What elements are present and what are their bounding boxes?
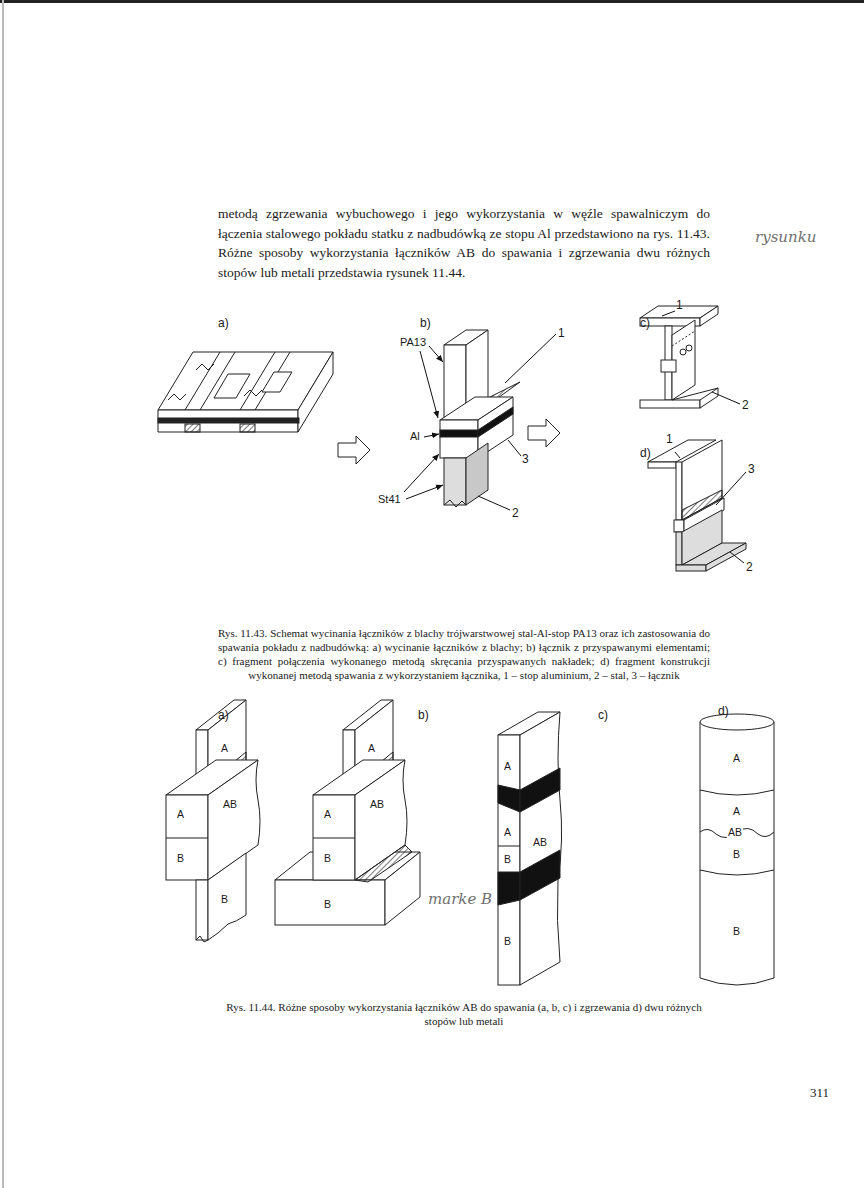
part-letter: B bbox=[176, 852, 185, 864]
joint-b bbox=[275, 700, 420, 925]
part-letter: A bbox=[732, 752, 741, 764]
callout-number: 2 bbox=[742, 398, 749, 412]
part-letter: B bbox=[732, 848, 741, 860]
panel-letter: b) bbox=[418, 708, 429, 722]
connector-assembly bbox=[440, 330, 520, 507]
part-letter: A bbox=[503, 826, 512, 838]
body-text: metodą zgrzewania wybuchowego i jego wyk… bbox=[218, 204, 710, 282]
panel-letter: b) bbox=[420, 316, 431, 330]
process-arrow bbox=[528, 419, 560, 447]
process-arrow bbox=[338, 436, 370, 464]
part-letter: A bbox=[220, 742, 229, 754]
part-letter: AB bbox=[222, 798, 238, 810]
leader-lines bbox=[404, 311, 746, 563]
callout-number: 2 bbox=[512, 506, 519, 520]
callout-number: 3 bbox=[748, 462, 755, 476]
welded-joint bbox=[648, 440, 746, 571]
part-letter: AB bbox=[369, 798, 385, 810]
callout-number: 1 bbox=[666, 432, 673, 446]
part-letter: AB bbox=[532, 836, 548, 848]
panel-letter: d) bbox=[718, 704, 729, 718]
panel-letter: c) bbox=[640, 316, 650, 330]
joint-c bbox=[498, 712, 562, 985]
handwritten-note: rysunku bbox=[755, 228, 816, 246]
part-letter: B bbox=[323, 852, 332, 864]
part-letter: B bbox=[503, 853, 512, 865]
panel-letter: a) bbox=[218, 708, 229, 722]
part-letter: B bbox=[732, 925, 741, 937]
part-letter: B bbox=[323, 898, 332, 910]
material-label: PA13 bbox=[400, 336, 426, 348]
handwritten-note: marke B bbox=[428, 890, 492, 908]
material-label: Al bbox=[410, 430, 420, 442]
page-number: 311 bbox=[810, 1085, 829, 1101]
part-letter: A bbox=[323, 808, 332, 820]
panel-letter: c) bbox=[598, 708, 608, 722]
part-letter: A bbox=[503, 760, 512, 772]
clad-plate bbox=[158, 352, 333, 432]
figure-caption: Rys. 11.43. Schemat wycinania łączników … bbox=[218, 626, 710, 682]
part-letter: AB bbox=[727, 826, 743, 838]
material-label: St41 bbox=[378, 493, 401, 505]
bolted-joint bbox=[640, 306, 718, 408]
figure-caption: Rys. 11.44. Różne sposoby wykorzystania … bbox=[218, 1000, 710, 1028]
callout-number: 3 bbox=[522, 452, 529, 466]
scan-edge bbox=[2, 0, 4, 1188]
part-letter: A bbox=[732, 805, 741, 817]
part-letter: B bbox=[503, 935, 512, 947]
scan-edge bbox=[0, 0, 864, 3]
callout-number: 1 bbox=[676, 298, 683, 312]
part-letter: B bbox=[220, 893, 229, 905]
part-letter: A bbox=[367, 742, 376, 754]
part-letter: A bbox=[176, 808, 185, 820]
panel-letter: d) bbox=[640, 446, 651, 460]
joint-d bbox=[700, 714, 774, 985]
callout-number: 2 bbox=[746, 560, 753, 574]
callout-number: 1 bbox=[558, 326, 565, 340]
panel-letter: a) bbox=[218, 316, 229, 330]
joint-a bbox=[166, 700, 260, 942]
